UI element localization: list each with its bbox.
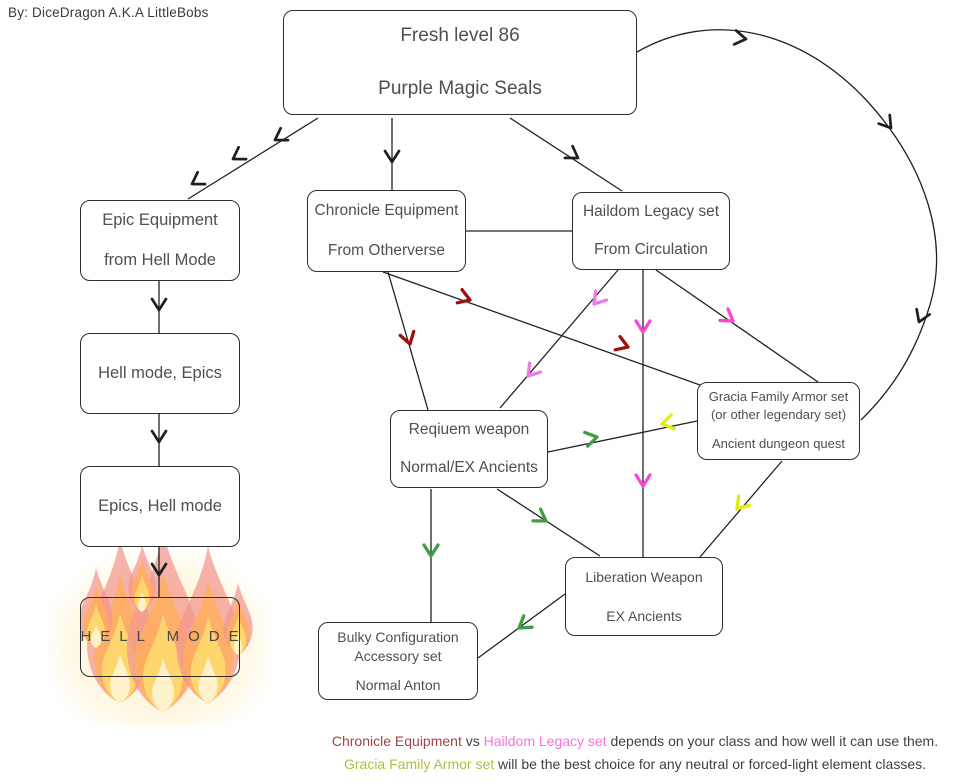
node-epic-equipment: Epic Equipment from Hell Mode [80,200,240,281]
arrowhead-icon [592,289,609,306]
arrowhead-icon [732,29,748,46]
connector-line [547,420,698,453]
flame-icon [233,633,243,655]
arrowhead-icon [517,614,534,630]
footnote-segment: depends on your class and how well it ca… [606,733,939,749]
arrowhead-icon [383,149,401,164]
arrowhead-icon [531,507,548,523]
footnote-line: Gracia Family Armor set will be the best… [320,753,950,776]
arrowhead-icon [634,473,652,488]
connector-line [499,269,619,409]
node-fresh-level-86: Fresh level 86 Purple Magic Seals [283,10,637,115]
node-text-line: Normal Anton [355,676,441,693]
node-text-line: Ancient dungeon quest [712,435,845,451]
arrowhead-icon [398,329,416,346]
node-text-line: Bulky Configuration [337,629,459,646]
footnote-segment: Haildom Legacy set [483,733,607,749]
node-text-line: EX Ancients [606,607,682,624]
arrowhead-icon [190,170,207,186]
node-hell-mode-epics: Hell mode, Epics [80,333,240,414]
node-text-line: Accessory set [354,647,442,664]
footnote-segment: vs [461,733,484,749]
arrowhead-icon [273,126,290,142]
node-text-line: From Circulation [594,241,708,259]
node-text-line: Haildom Legacy set [582,202,720,220]
arrowhead-icon [150,429,168,444]
footnote-line: Chronicle Equipment vs Haildom Legacy se… [320,730,950,753]
flames-decoration [79,532,253,712]
node-text-line: Hell mode, Epics [98,364,222,383]
node-text-line: Epics, Hell mode [98,497,222,516]
node-text-line: Fresh level 86 [400,25,520,47]
node-text-line: Reqiuem weapon [408,420,530,438]
connector-line [509,117,623,192]
arrowhead-icon [150,562,168,577]
node-text-line: Gracia Family Armor set [708,389,849,405]
footnote-segment: Chronicle Equipment [331,733,462,749]
node-text-line: Epic Equipment [102,211,218,229]
flame-icon [91,624,101,648]
arrowhead-icon [563,144,580,160]
flame-icon [198,655,218,703]
arrowhead-icon [613,335,630,352]
connector-line [382,271,701,386]
arc-fresh-to-gracia [636,29,938,421]
arrowheads [150,29,931,630]
arrowhead-icon [526,361,543,378]
arc-connector [636,29,938,421]
byline: By: DiceDragon A.K.A LittleBobs [8,5,209,20]
arrowhead-icon [718,307,735,323]
node-text-line: from Hell Mode [104,251,216,270]
arrowhead-icon [735,494,752,511]
node-text-line: From Otherverse [327,242,446,260]
node-epics-hell-mode: Epics, Hell mode [80,466,240,547]
node-liberation-weapon: Liberation Weapon EX Ancients [565,557,723,636]
arrowhead-icon [877,113,893,130]
flame-icon [110,654,130,703]
node-gracia-family-armor: Gracia Family Armor set (or other legenda… [697,382,860,460]
footnotes: Chronicle Equipment vs Haildom Legacy se… [320,730,950,776]
node-text-line: (or other legendary set) [710,407,847,423]
node-text-line: HELL MODE [80,628,248,646]
arrowhead-icon [422,543,440,558]
arrowhead-icon [583,430,599,448]
connector-line [187,117,319,200]
node-text-line: Normal/EX Ancients [400,459,538,477]
node-text-line: Liberation Weapon [585,569,703,586]
connector-line [496,488,601,557]
flame-icon [152,658,174,712]
arrowhead-icon [455,288,472,305]
arrowhead-icon [150,297,168,312]
arrowhead-icon [231,145,248,161]
footnote-segment: will be the best choice for any neutral … [494,756,927,772]
flame-icon [137,591,147,612]
arrowhead-icon [634,319,652,334]
node-text-line: Purple Magic Seals [378,77,542,99]
footnote-segment: Gracia Family Armor set [343,756,495,772]
arrowhead-icon [915,307,931,324]
node-hell-mode-flames: HELL MODE [80,597,240,677]
arrowhead-icon [660,413,676,431]
node-text-line: Chronicle Equipment [314,201,459,219]
connector-line [655,269,819,383]
connector-lines [158,117,819,659]
